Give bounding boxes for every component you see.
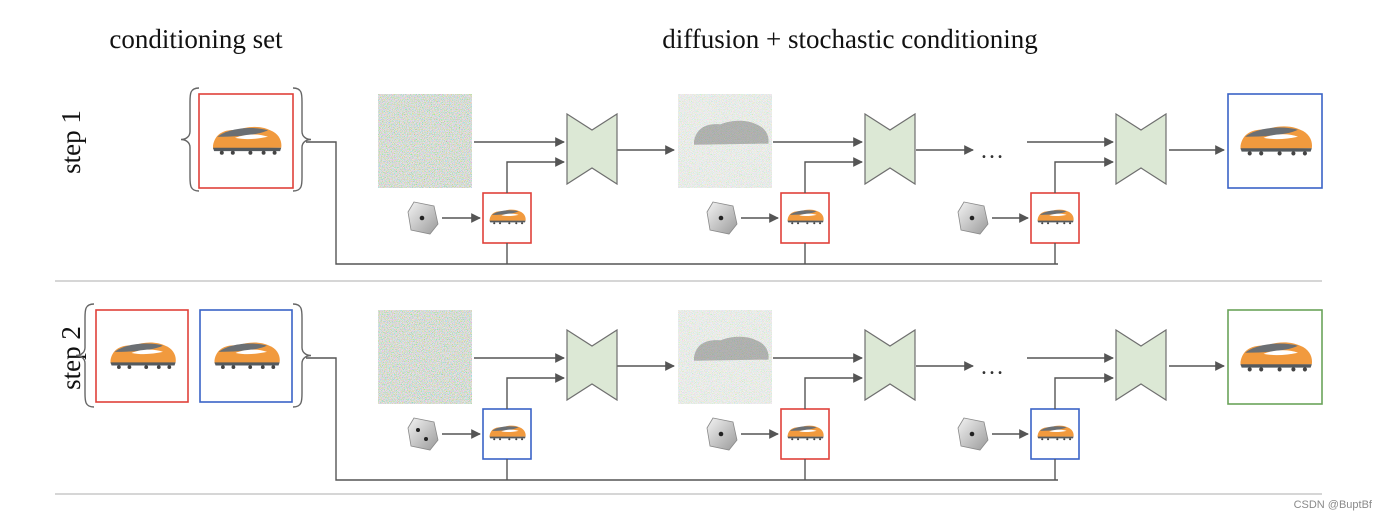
shoe-icon: [1240, 342, 1313, 372]
brace: [292, 87, 312, 192]
shoe-icon: [213, 126, 282, 155]
dice-icon: [407, 201, 439, 235]
denoising-network-icon: [864, 112, 916, 186]
brace: [75, 303, 95, 408]
step-label: step 2: [56, 326, 86, 390]
dice-icon: [957, 201, 989, 235]
shoe-icon: [489, 209, 526, 225]
header-conditioning-set: conditioning set: [109, 24, 283, 54]
dice-icon: [706, 201, 738, 235]
denoising-network-icon: [1115, 328, 1167, 402]
shoe-icon: [787, 209, 824, 225]
row-step-1: step 1 …: [56, 87, 1323, 265]
shoe-icon: [787, 425, 824, 441]
shoe-icon: [110, 342, 176, 370]
shoe-icon: [1240, 126, 1313, 156]
denoising-network-icon: [566, 328, 618, 402]
denoising-network-icon: [1115, 112, 1167, 186]
denoising-network-icon: [566, 112, 618, 186]
shoe-icon: [1037, 425, 1074, 441]
dice-icon: [706, 417, 738, 451]
row-step-2: step 2 …: [56, 303, 1323, 481]
shoe-icon: [214, 342, 280, 370]
watermark: CSDN @BuptBf: [1294, 499, 1373, 511]
noise-image-icon: [378, 310, 472, 404]
brace: [292, 303, 312, 408]
denoising-network-icon: [864, 328, 916, 402]
step-label: step 1: [56, 110, 86, 174]
noise-image-icon: [378, 94, 472, 188]
ellipsis: …: [980, 354, 1004, 380]
dice-icon: [957, 417, 989, 451]
header-diffusion: diffusion + stochastic conditioning: [662, 24, 1037, 54]
dice-icon: [407, 417, 439, 451]
ellipsis: …: [980, 138, 1004, 164]
shoe-icon: [489, 425, 526, 441]
noise-image-icon: [678, 310, 772, 404]
shoe-icon: [1037, 209, 1074, 225]
brace: [180, 87, 200, 192]
noise-image-icon: [678, 94, 772, 188]
